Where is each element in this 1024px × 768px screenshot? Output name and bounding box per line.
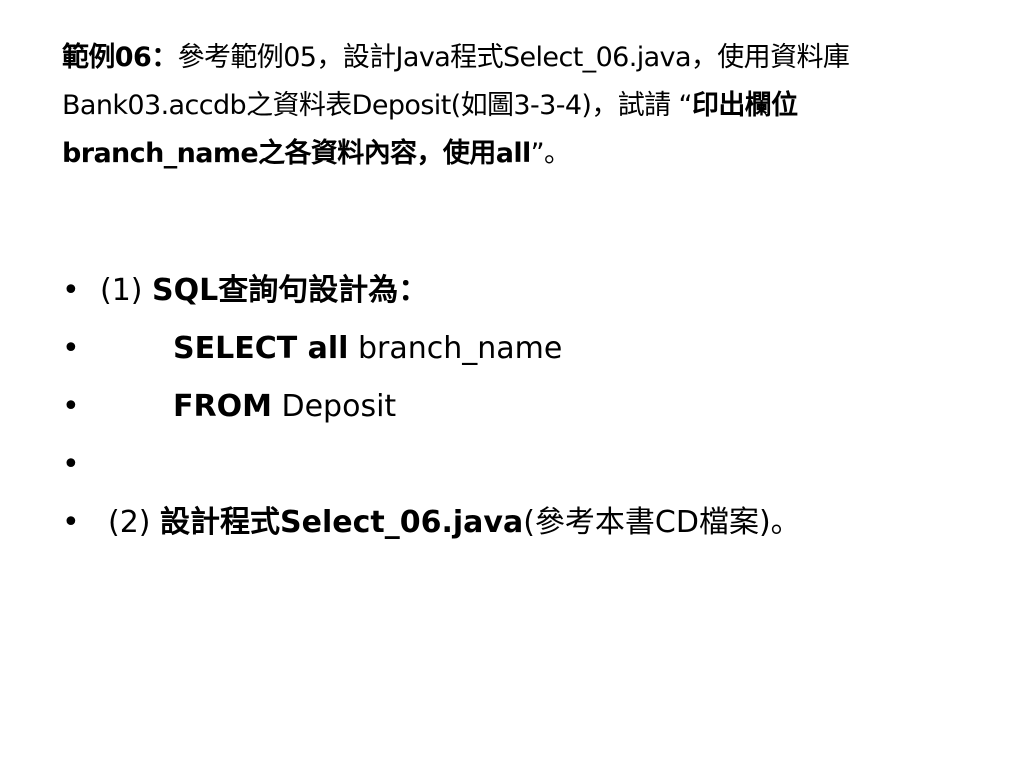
bullet-dot: • [62, 389, 80, 424]
sql-keyword-from: FROM [173, 389, 272, 424]
example-label: 範例06 [62, 42, 152, 73]
bullet-dot: • [62, 331, 80, 366]
bullet-text-from: FROM Deposit [173, 378, 396, 436]
title-end-quote: ”。 [530, 138, 571, 169]
step-number: (1) [100, 273, 153, 308]
program-heading: 設計程式Select_06.java [160, 505, 524, 540]
bullet-text-program: (2) 設計程式Select_06.java(參考本書CD檔案)。 [108, 494, 801, 552]
bullet-item-4: • [62, 436, 962, 494]
program-note: (參考本書CD檔案)。 [523, 505, 801, 540]
sql-keyword-select: SELECT all [173, 331, 349, 366]
bullet-item-5: • (2) 設計程式Select_06.java(參考本書CD檔案)。 [62, 494, 962, 552]
bullet-item-3: • FROM Deposit [62, 378, 962, 436]
sql-select-column: branch_name [348, 331, 563, 366]
bullet-text-select: SELECT all branch_name [173, 320, 562, 378]
slide-title: 範例06：參考範例05，設計Java程式Select_06.java，使用資料庫… [62, 34, 962, 178]
bullet-list: • (1) SQL查詢句設計為： • SELECT all branch_nam… [62, 262, 962, 552]
bullet-item-2: • SELECT all branch_name [62, 320, 962, 378]
bullet-item-1: • (1) SQL查詢句設計為： [62, 262, 962, 320]
bullet-text-sql-heading: (1) SQL查詢句設計為： [100, 262, 428, 320]
bullet-dot: • [62, 505, 80, 540]
title-bold-quote: 印出欄位branch_name之各資料內容，使用all [62, 90, 798, 169]
step-number: (2) [108, 505, 161, 540]
bullet-dot: • [62, 447, 80, 482]
sql-heading: SQL查詢句設計為： [152, 273, 429, 308]
bullet-dot: • [62, 273, 80, 308]
sql-from-table: Deposit [271, 389, 397, 424]
title-colon: ： [151, 42, 178, 73]
title-reference-text: 參考範例05，設計Java程式Select_06.java，使用資料庫Bank0… [62, 42, 850, 121]
